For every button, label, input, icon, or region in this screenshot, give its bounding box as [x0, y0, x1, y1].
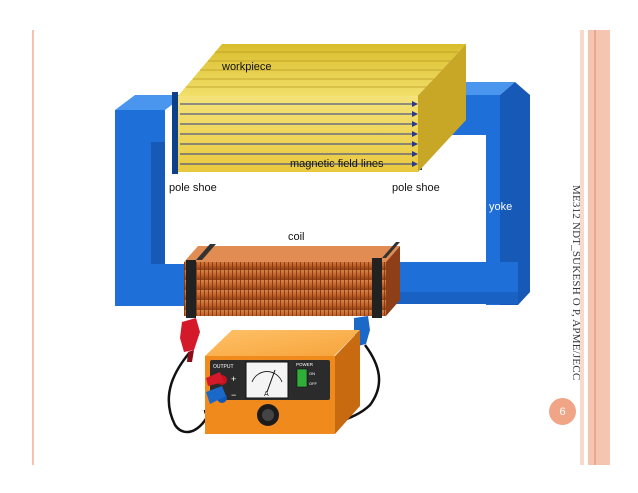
right-band [588, 30, 610, 465]
off-label: OFF [309, 381, 318, 386]
label-coil: coil [288, 231, 305, 243]
red-clamp [180, 318, 200, 362]
label-pole-shoe-right: pole shoe [392, 182, 440, 194]
page-number: 6 [559, 405, 566, 418]
right-band-line [594, 30, 596, 465]
power-label: POWER [296, 362, 314, 367]
label-field-lines: magnetic field lines [290, 158, 384, 170]
plus-sign: + [231, 374, 236, 384]
right-band-inner [580, 30, 584, 465]
magnetic-field-lines [180, 103, 412, 165]
coil [184, 242, 400, 318]
power-supply [205, 330, 360, 434]
label-yoke: yoke [489, 201, 512, 213]
field-line-arrows [412, 101, 418, 167]
page-number-badge: 6 [549, 398, 576, 425]
left-rule [32, 30, 34, 465]
output-label: OUTPUT [213, 364, 234, 370]
yoke [115, 82, 530, 306]
pole-shoe-left [172, 92, 178, 174]
minus-sign: − [231, 390, 236, 400]
footer-side-text-content: ME312 NDT_SUKESH O P, APME/JECC [570, 185, 582, 381]
label-workpiece: workpiece [221, 61, 272, 73]
on-label: ON [309, 371, 315, 376]
label-pole-shoe-left: pole shoe [169, 182, 217, 194]
meter-unit: A [264, 391, 269, 398]
